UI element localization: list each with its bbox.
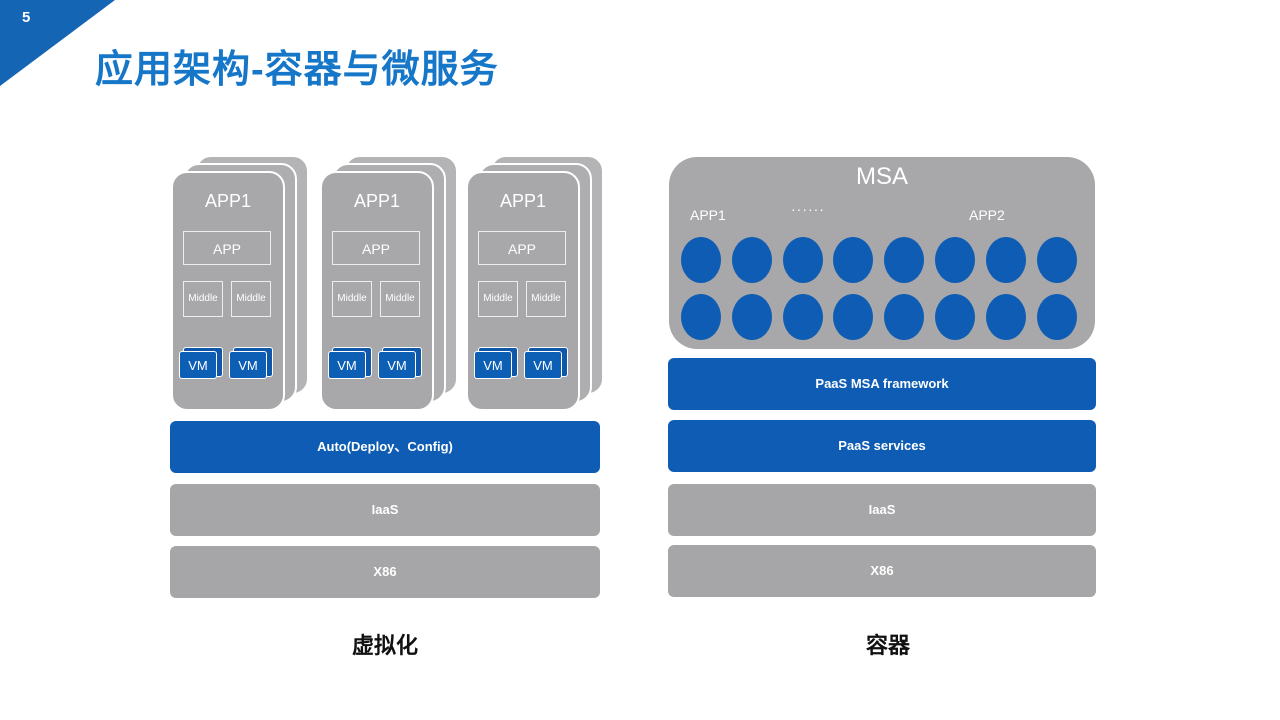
app-title: APP1: [353, 191, 401, 211]
middleware-box: Middle: [183, 281, 223, 317]
x86-layer: X86: [668, 545, 1096, 597]
iaas-layer: IaaS: [170, 484, 600, 536]
vm-label: VM: [328, 351, 366, 379]
slide-number: 5: [22, 9, 31, 26]
vm-stack-2: APP1 APP Middle Middle VM VM: [320, 155, 460, 411]
msa-app2-label: APP2: [969, 207, 1005, 223]
microservice-circle: [681, 237, 721, 283]
msa-ellipsis: ······: [791, 201, 825, 217]
microservice-circle: [985, 294, 1026, 340]
vm-label: VM: [229, 351, 267, 379]
vm-box: VM: [474, 347, 518, 379]
app-title: APP1: [499, 191, 547, 211]
msa-title: MSA: [855, 163, 908, 190]
corner-triangle: [0, 0, 115, 86]
microservice-circle: [1036, 294, 1077, 340]
middleware-box: Middle: [526, 281, 566, 317]
x86-layer: X86: [170, 546, 600, 598]
stack-card-front: APP1 APP Middle Middle VM VM: [171, 171, 285, 411]
paas-msa-framework-layer: PaaS MSA framework: [668, 358, 1096, 410]
app-box: APP: [478, 231, 566, 265]
vm-box: VM: [328, 347, 372, 379]
microservice-circle: [1036, 237, 1077, 283]
msa-app1-label: APP1: [690, 207, 726, 223]
vm-label: VM: [524, 351, 562, 379]
middleware-box: Middle: [231, 281, 271, 317]
microservice-circle: [884, 294, 925, 340]
paas-services-layer: PaaS services: [668, 420, 1096, 472]
middleware-box: Middle: [478, 281, 518, 317]
vm-label: VM: [474, 351, 512, 379]
vm-stack-3: APP1 APP Middle Middle VM VM: [466, 155, 606, 411]
iaas-layer: IaaS: [668, 484, 1096, 536]
app-box: APP: [332, 231, 420, 265]
vm-box: VM: [229, 347, 273, 379]
auto-deploy-layer: Auto(Deploy、Config): [170, 421, 600, 473]
vm-stack-1: APP1 APP Middle Middle VM VM: [171, 155, 311, 411]
microservice-circle: [833, 294, 874, 340]
virtualization-caption: 虚拟化: [352, 633, 419, 658]
vm-label: VM: [378, 351, 416, 379]
microservice-circle: [833, 237, 874, 283]
app-box: APP: [183, 231, 271, 265]
microservice-circle: [782, 237, 823, 283]
microservice-circle: [782, 294, 823, 340]
microservice-circle: [681, 294, 721, 340]
microservice-circle: [731, 237, 772, 283]
msa-block: MSA APP1 ······ APP2: [669, 157, 1095, 349]
stack-card-front: APP1 APP Middle Middle VM VM: [466, 171, 580, 411]
vm-box: VM: [179, 347, 223, 379]
vm-label: VM: [179, 351, 217, 379]
slide-title: 应用架构-容器与微服务: [95, 49, 499, 91]
microservice-circle: [731, 294, 772, 340]
microservice-circle: [935, 294, 975, 340]
microservice-circle: [985, 237, 1026, 283]
middleware-box: Middle: [380, 281, 420, 317]
middleware-box: Middle: [332, 281, 372, 317]
microservice-circle: [884, 237, 925, 283]
microservice-circle: [935, 237, 975, 283]
stack-card-front: APP1 APP Middle Middle VM VM: [320, 171, 434, 411]
vm-box: VM: [524, 347, 568, 379]
vm-box: VM: [378, 347, 422, 379]
container-caption: 容器: [866, 633, 911, 658]
app-title: APP1: [204, 191, 252, 211]
